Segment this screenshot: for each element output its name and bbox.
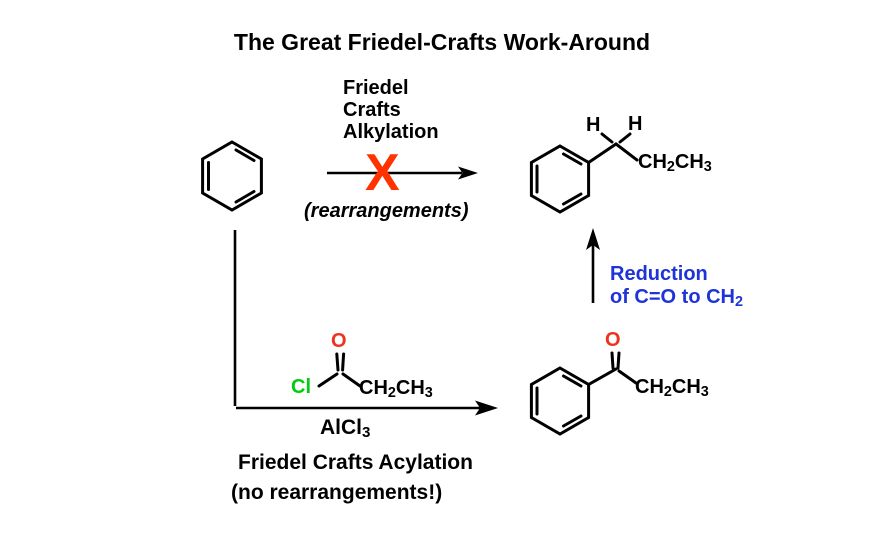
benzene-ring-propylbenzene-icon (529, 144, 591, 214)
page-title: The Great Friedel-Crafts Work-Around (233, 29, 651, 55)
alkylation-label: Friedel Crafts Alkylation (343, 77, 439, 143)
ketone-oxygen-text: O (605, 329, 621, 351)
rearrangements-note: (rearrangements) (304, 200, 469, 222)
benzene-ring-ketone-icon (529, 366, 591, 436)
chain-ch: CH (359, 377, 388, 399)
chlorine-label: Cl (291, 376, 311, 398)
propylbenzene-chain-label: CH2CH3 (638, 151, 712, 176)
alkylation-arrow (327, 166, 478, 180)
catalyst-main: AlCl (320, 416, 362, 439)
acyl-oxygen-label: O (331, 330, 347, 352)
alkylation-label-line3: Alkylation (343, 121, 439, 143)
acylation-arrow (236, 400, 498, 416)
ketone-oxygen-label: O (605, 330, 621, 350)
chain-ch: CH (674, 151, 704, 173)
ketone-bonds (587, 351, 638, 386)
hydrogen-label-right: H (628, 113, 643, 135)
reduction-line2-main: of C=O to CH (610, 286, 735, 308)
hydrogen-label-left: H (586, 114, 601, 136)
chain-sub3: 3 (703, 159, 712, 176)
chain-sub2: 2 (387, 385, 396, 402)
alkylation-label-line2: Crafts (343, 99, 401, 121)
chain-sub2: 2 (666, 159, 675, 176)
catalyst-label: AlCl3 (320, 416, 371, 442)
reduction-note: Reduction of C=O to CH2 (610, 263, 743, 311)
chain-ch: CH (638, 151, 667, 173)
alkylation-label-line1: Friedel (343, 77, 409, 99)
ketone-chain-label: CH2CH3 (635, 376, 709, 401)
chain-sub2: 2 (663, 384, 672, 401)
acylation-label: Friedel Crafts Acylation (238, 451, 473, 474)
reduction-arrow (586, 228, 600, 303)
acyl-chain-label: CH2CH3 (359, 377, 433, 402)
no-rearrangements-note: (no rearrangements!) (231, 481, 443, 504)
chain-sub3: 3 (700, 384, 709, 401)
chain-ch: CH (395, 377, 425, 399)
reduction-note-line2: of C=O to CH2 (610, 286, 743, 311)
reduction-line2-sub: 2 (735, 294, 744, 311)
chain-ch: CH (671, 376, 701, 398)
catalyst-sub: 3 (362, 424, 371, 442)
benzene-ring-start-icon (201, 140, 263, 212)
chain-sub3: 3 (424, 385, 433, 402)
acyl-chloride-bonds (317, 352, 362, 388)
propylbenzene-bonds (587, 132, 639, 164)
chain-ch: CH (635, 376, 664, 398)
reduction-note-line1: Reduction (610, 263, 708, 285)
crossed-out-x-icon: X (365, 144, 400, 202)
